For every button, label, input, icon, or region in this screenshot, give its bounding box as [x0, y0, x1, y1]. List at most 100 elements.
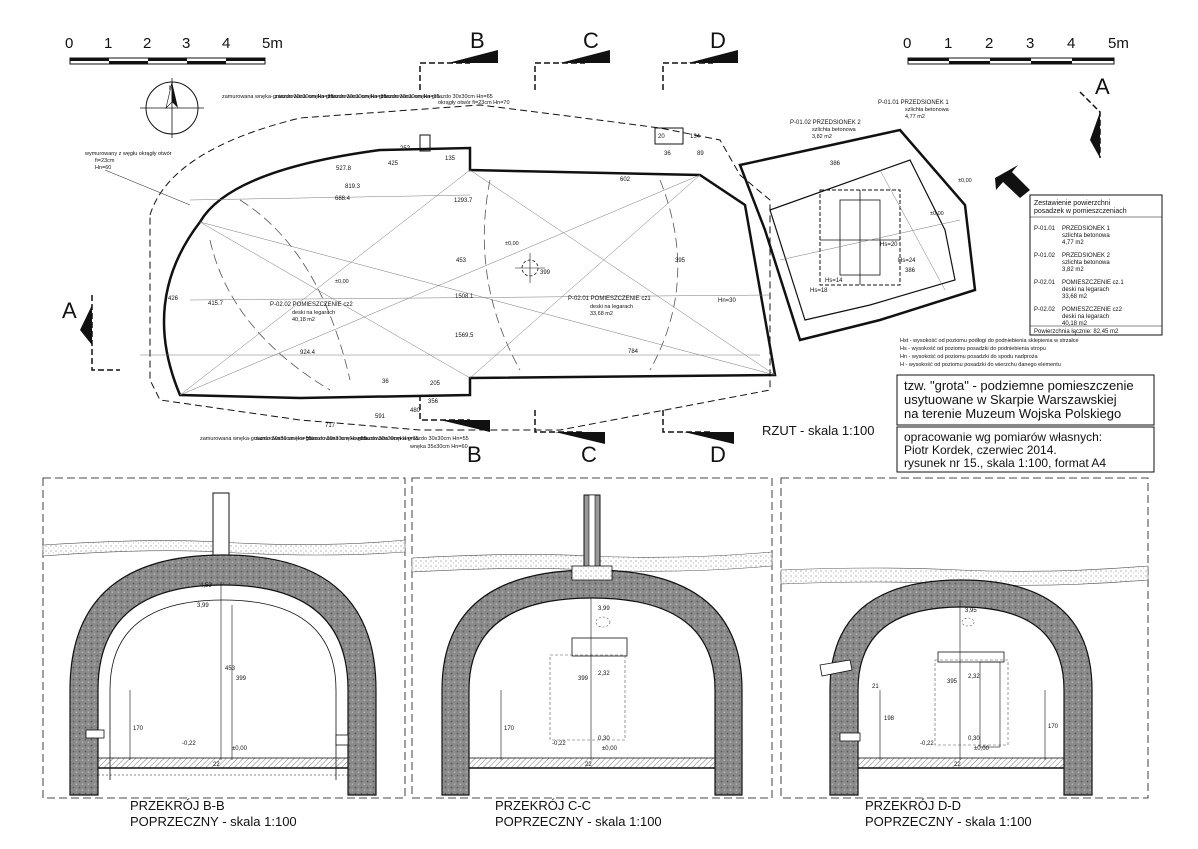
- section-label-a-right: A: [1095, 74, 1110, 99]
- dim: 89: [697, 151, 704, 157]
- legend-code-4: P-02.02: [1034, 307, 1056, 313]
- cc-dim-2: 170: [504, 726, 515, 732]
- dim: Hs=24: [898, 258, 916, 264]
- dim: 386: [830, 161, 841, 167]
- cc-caption-2: POPRZECZNY - skala 1:100: [495, 814, 662, 829]
- dim: 205: [430, 381, 441, 387]
- dim: 453: [456, 258, 467, 264]
- zone-left-sub: deski na legarach: [292, 310, 335, 316]
- dim: 480: [410, 408, 421, 414]
- legend-area-3: 33,68 m2: [1062, 294, 1088, 300]
- section-label-a-left: A: [62, 298, 77, 323]
- dim: 356: [428, 399, 439, 405]
- note-2: Hs - wysokość od poziomu posadzki do pod…: [900, 346, 1046, 352]
- dim: 591: [375, 414, 386, 420]
- dd-level-2: 2,32: [968, 674, 980, 680]
- cc-level-3: -0,22: [552, 741, 566, 747]
- title-line-4: opracowanie wg pomiarów własnych:: [904, 430, 1102, 444]
- dim: 924.4: [300, 350, 316, 356]
- scale-right-3: 3: [1026, 35, 1034, 52]
- bb-level-3: -0,22: [182, 741, 196, 747]
- scale-right-4: 4: [1067, 35, 1075, 52]
- legend-title-1: Zestawienie powierzchni: [1034, 200, 1111, 207]
- title-line-6: rysunek nr 15., skala 1:100, format A4: [904, 456, 1106, 470]
- title-line-3: na terenie Muzeum Wojska Polskiego: [904, 406, 1121, 421]
- bb-level-1: 4,53: [200, 583, 212, 589]
- scale-right-2: 2: [985, 35, 993, 52]
- section-marker-c-bottom: C: [534, 410, 605, 467]
- zone-left-label: P-02.02 POMIESZCZENIE cz2: [270, 302, 353, 308]
- scale-right-5: 5m: [1108, 35, 1129, 52]
- bb-level-2: 3,99: [197, 603, 209, 609]
- dim: 688.4: [335, 196, 351, 202]
- cc-dim-1: 399: [578, 676, 589, 682]
- level-left: ±0,00: [335, 279, 349, 285]
- legend-title-2: posadzek w pomieszczeniach: [1034, 208, 1127, 215]
- plan-caption: RZUT - skala 1:100: [762, 423, 874, 438]
- dd-dim-2: 198: [884, 716, 895, 722]
- dim: 36: [382, 379, 389, 385]
- dim: 252: [400, 146, 411, 152]
- scale-left-4: 4: [222, 35, 230, 52]
- dim: 399: [540, 270, 551, 276]
- section-frame-bb: [42, 477, 406, 799]
- dd-dim-4: 22: [954, 762, 961, 768]
- section-marker-d-top: D: [662, 28, 738, 90]
- bb-dim-2: 399: [236, 676, 247, 682]
- title-line-2: usytuowane w Skarpie Warszawskiej: [904, 392, 1117, 407]
- title-line-1: tzw. "grota" - podziemne pomieszczenie: [904, 378, 1134, 393]
- note-4: H - wysokość od poziomu posadzki do wier…: [900, 362, 1061, 368]
- legend-area-2: 3,82 m2: [1062, 267, 1084, 273]
- title-line-5: Piotr Kordek, czerwiec 2014.: [904, 443, 1057, 457]
- section-label-c-top: C: [583, 28, 599, 53]
- section-bb: 4,53 3,99 -0,22 ±0,00 453 399 170 22 PRZ…: [42, 492, 406, 829]
- title-block: tzw. "grota" - podziemne pomieszczenie u…: [896, 374, 1155, 473]
- dim: 784: [628, 349, 639, 355]
- entry2-area: 3,82 m2: [812, 134, 832, 140]
- dim: Hs=18: [810, 288, 828, 294]
- legend-code-2: P-01.02: [1034, 253, 1056, 259]
- entry1-area: 4,77 m2: [905, 114, 925, 120]
- niche-bottom-2: zamurowana wnęka-gniazdo 30x30cm Hn=55: [255, 436, 367, 442]
- scale-left-5: 5m: [262, 35, 283, 52]
- dd-level-1: 3,95: [965, 608, 977, 614]
- floor-plan: P-02.02 POMIESZCZENIE cz2 deski na legar…: [84, 94, 1030, 450]
- entry2-sub: szlichta betonowa: [812, 127, 857, 133]
- dim: Hs=14: [825, 278, 843, 284]
- bb-dim-4: 22: [213, 762, 220, 768]
- wall-note-1b: fi=23cm: [95, 158, 115, 164]
- legend-code-3: P-02.01: [1034, 280, 1056, 286]
- scale-left-1: 1: [104, 35, 112, 52]
- note-1: Hst - wysokość od poziomu podłogi do pod…: [900, 338, 1079, 344]
- cc-level-4: 0,30: [598, 736, 610, 742]
- cc-level-5: ±0,00: [602, 746, 618, 752]
- dim: 135: [445, 156, 456, 162]
- section-marker-a-left: A: [62, 295, 120, 371]
- dim: 134: [690, 134, 701, 140]
- note-3: Hn - wysokość od poziomu posadzki do spo…: [900, 354, 1039, 360]
- dim: 717: [325, 423, 336, 429]
- compass-north-label: N: [169, 86, 173, 92]
- cc-level-2: 2,32: [598, 671, 610, 677]
- dim: Hn=30: [718, 298, 737, 304]
- section-marker-c-top: C: [534, 28, 610, 90]
- cc-caption-1: PRZEKRÓJ C-C: [495, 798, 591, 813]
- bb-dim-3: 170: [133, 726, 144, 732]
- dim: 20: [658, 134, 665, 140]
- level-entry: ±0,00: [958, 178, 972, 184]
- level-mid: ±0,00: [505, 241, 519, 247]
- legend-sub-3: deski na legarach: [1062, 287, 1109, 293]
- niche-bottom-1: zamurowana wnęka-gniazdo 30x30cm Hn=55: [200, 436, 312, 442]
- bb-caption-1: PRZEKRÓJ B-B: [130, 798, 225, 813]
- wall-note-1: wymurowany z węgłu okrągły otwór: [84, 151, 172, 157]
- section-marker-a-right: A: [1079, 74, 1110, 158]
- dim: 1293.7: [454, 198, 473, 204]
- legend-area-1: 4,77 m2: [1062, 240, 1084, 246]
- level-entry-2: ±0,00: [930, 211, 944, 217]
- legend-sub-2: szlichta betonowa: [1062, 260, 1110, 266]
- dd-level-4: 0,30: [968, 736, 980, 742]
- niche-top-4: zamurowana wnęka-gniazdo 30x30cm Hn=65: [381, 94, 493, 100]
- dim: 425: [388, 161, 399, 167]
- section-label-c-bottom: C: [581, 442, 597, 467]
